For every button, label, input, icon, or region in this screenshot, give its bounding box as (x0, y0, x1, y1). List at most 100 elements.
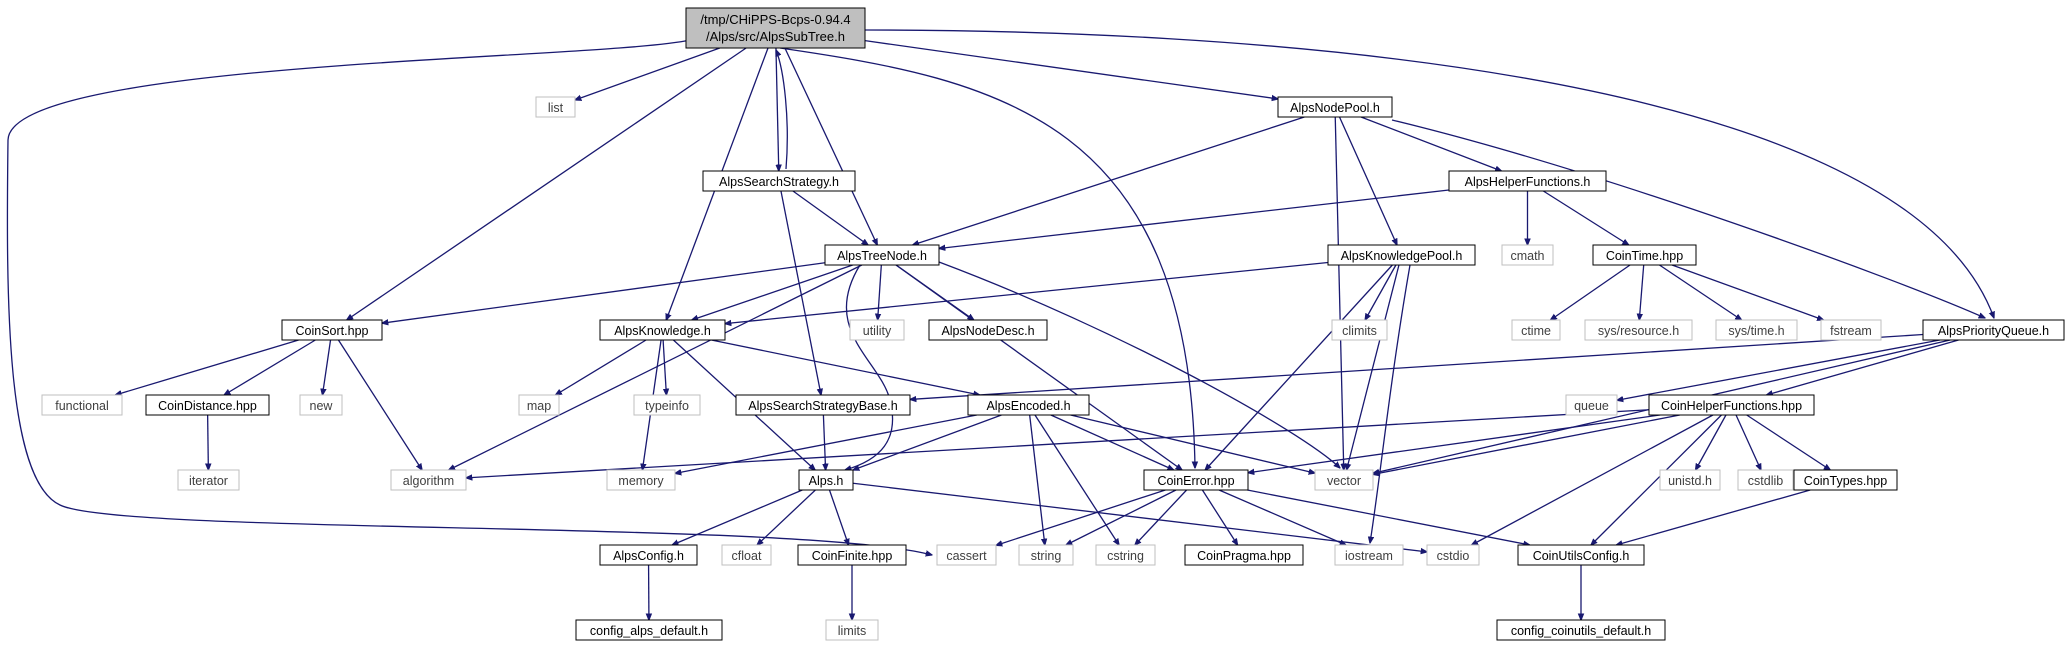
node-cfloat[interactable]: cfloat (721, 544, 772, 566)
edge-root-to-treenode (784, 47, 877, 245)
node-label-coinpragma: CoinPragma.hpp (1197, 549, 1291, 563)
node-vector[interactable]: vector (1314, 469, 1374, 491)
node-list[interactable]: list (535, 96, 576, 118)
node-map[interactable]: map (518, 394, 560, 416)
node-configcoinutils[interactable]: config_coinutils_default.h (1496, 619, 1666, 641)
node-box-priorityqueue (1922, 319, 2065, 341)
node-coindistance[interactable]: CoinDistance.hpp (145, 394, 270, 416)
node-encoded[interactable]: AlpsEncoded.h (967, 394, 1090, 416)
node-typeinfo[interactable]: typeinfo (633, 394, 701, 416)
node-label-fstream: fstream (1830, 324, 1872, 338)
node-new[interactable]: new (299, 394, 343, 416)
node-box-climits (1331, 319, 1388, 341)
node-coinsort[interactable]: CoinSort.hpp (281, 319, 383, 341)
node-label-alpsconfig: AlpsConfig.h (613, 549, 684, 563)
node-label-resource: sys/resource.h (1598, 324, 1679, 338)
edge-priorityqueue-to-queue (1617, 339, 1941, 400)
node-knowledge[interactable]: AlpsKnowledge.h (599, 319, 726, 341)
node-unistd[interactable]: unistd.h (1659, 469, 1721, 491)
node-box-alpsconfig (599, 544, 698, 566)
node-coinfinite[interactable]: CoinFinite.hpp (797, 544, 907, 566)
node-box-iostream (1334, 544, 1404, 566)
edge-searchstrategybase-to-alps (823, 414, 825, 470)
node-string[interactable]: string (1018, 544, 1074, 566)
node-label-list: list (548, 101, 564, 115)
node-utility[interactable]: utility (849, 319, 905, 341)
node-box-systime (1715, 319, 1798, 341)
node-box-nodepool (1277, 96, 1393, 118)
edge-knowledgepool-to-coinerror (1205, 264, 1393, 470)
node-cointime[interactable]: CoinTime.hpp (1592, 244, 1697, 266)
node-configalps[interactable]: config_alps_default.h (575, 619, 723, 641)
node-root[interactable]: /tmp/CHiPPS-Bcps-0.94.4/Alps/src/AlpsSub… (685, 7, 866, 49)
node-box-helperfunctions (1448, 170, 1607, 192)
node-box-configcoinutils (1496, 619, 1666, 641)
node-box-coinhelper (1648, 394, 1815, 416)
node-iterator[interactable]: iterator (177, 469, 240, 491)
node-cointypes[interactable]: CoinTypes.hpp (1793, 469, 1898, 491)
node-box-coinsort (281, 319, 383, 341)
node-cstring[interactable]: cstring (1095, 544, 1156, 566)
node-box-limits (825, 619, 879, 641)
node-limits[interactable]: limits (825, 619, 879, 641)
edge-coinhelper-to-coinerror (1248, 414, 1661, 473)
node-box-queue (1565, 394, 1618, 416)
edge-cointypes-to-coinutilsconfig (1616, 489, 1811, 545)
node-box-configalps (575, 619, 723, 641)
node-searchstrategybase[interactable]: AlpsSearchStrategyBase.h (735, 394, 911, 416)
edge-knowledgepool-to-knowledge (725, 261, 1329, 323)
edge-root-to-list (575, 47, 721, 100)
node-box-alps (798, 469, 854, 491)
edge-alps-to-alpsconfig (672, 489, 803, 545)
node-box-utility (849, 319, 905, 341)
node-helperfunctions[interactable]: AlpsHelperFunctions.h (1448, 170, 1607, 192)
node-ctime[interactable]: ctime (1511, 319, 1561, 341)
node-label-coinutilsconfig: CoinUtilsConfig.h (1533, 549, 1630, 563)
node-coinhelper[interactable]: CoinHelperFunctions.hpp (1648, 394, 1815, 416)
node-queue[interactable]: queue (1565, 394, 1618, 416)
edge-priorityqueue-to-searchstrategybase (910, 333, 1924, 400)
edge-alps-to-cfloat (757, 489, 816, 545)
node-cmath[interactable]: cmath (1501, 244, 1554, 266)
edge-nodepool-to-vector (1334, 116, 1344, 470)
node-memory[interactable]: memory (606, 469, 676, 491)
node-label-coinerror: CoinError.hpp (1157, 474, 1234, 488)
node-nodepool[interactable]: AlpsNodePool.h (1277, 96, 1393, 118)
node-alpsconfig[interactable]: AlpsConfig.h (599, 544, 698, 566)
node-knowledgepool[interactable]: AlpsKnowledgePool.h (1327, 244, 1476, 266)
node-resource[interactable]: sys/resource.h (1584, 319, 1693, 341)
node-label-knowledge: AlpsKnowledge.h (614, 324, 711, 338)
node-treenode[interactable]: AlpsTreeNode.h (824, 244, 940, 266)
edge-encoded-to-coinerror (1050, 414, 1174, 470)
node-alps[interactable]: Alps.h (798, 469, 854, 491)
node-functional[interactable]: functional (41, 394, 123, 416)
node-label-algorithm: algorithm (403, 474, 454, 488)
node-box-ctime (1511, 319, 1561, 341)
node-box-vector (1314, 469, 1374, 491)
node-box-cmath (1501, 244, 1554, 266)
edge-alps-to-cstdio (852, 482, 1427, 552)
node-label-configcoinutils: config_coinutils_default.h (1511, 624, 1651, 638)
node-cstdio[interactable]: cstdio (1426, 544, 1480, 566)
node-coinerror[interactable]: CoinError.hpp (1143, 469, 1249, 491)
node-searchstrategy[interactable]: AlpsSearchStrategy.h (702, 170, 856, 192)
node-algorithm[interactable]: algorithm (390, 469, 467, 491)
node-systime[interactable]: sys/time.h (1715, 319, 1798, 341)
node-cassert[interactable]: cassert (936, 544, 997, 566)
node-box-algorithm (390, 469, 467, 491)
node-fstream[interactable]: fstream (1820, 319, 1882, 341)
node-box-new (299, 394, 343, 416)
node-label-alps: Alps.h (809, 474, 844, 488)
edge-coinerror-to-coinpragma (1201, 489, 1237, 545)
node-coinpragma[interactable]: CoinPragma.hpp (1184, 544, 1304, 566)
node-nodedesc[interactable]: AlpsNodeDesc.h (928, 319, 1048, 341)
node-climits[interactable]: climits (1331, 319, 1388, 341)
node-box-list (535, 96, 576, 118)
edge-coinsort-to-new (322, 339, 332, 395)
node-coinutilsconfig[interactable]: CoinUtilsConfig.h (1517, 544, 1645, 566)
node-priorityqueue[interactable]: AlpsPriorityQueue.h (1922, 319, 2065, 341)
node-label-string: string (1031, 549, 1062, 563)
edge-coinerror-to-cstring (1135, 489, 1188, 545)
node-iostream[interactable]: iostream (1334, 544, 1404, 566)
node-cstdlib[interactable]: cstdlib (1737, 469, 1794, 491)
